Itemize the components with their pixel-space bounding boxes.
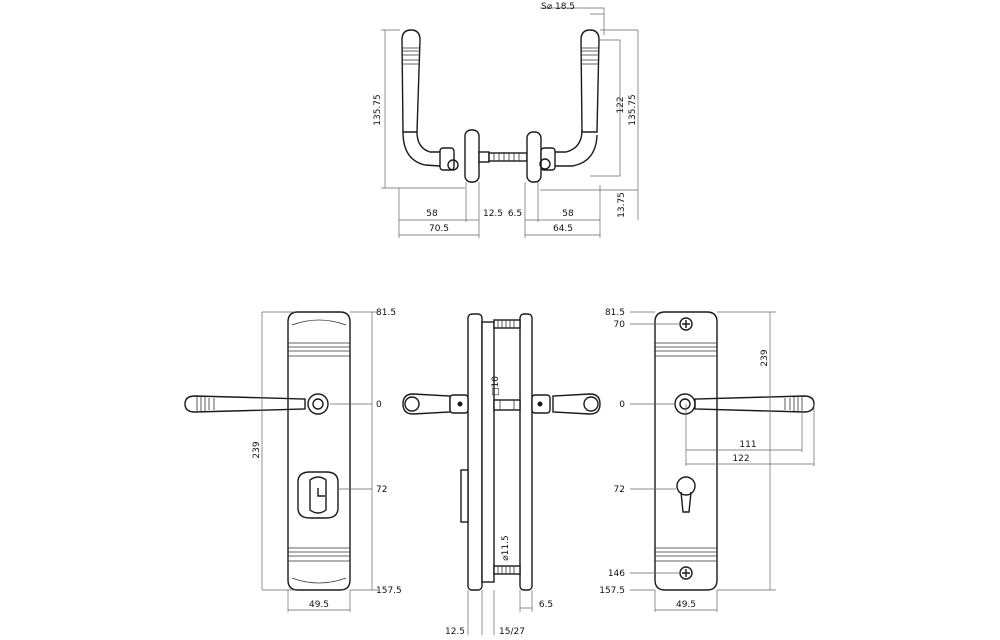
dim-bottom-mid: 15/27 [499, 627, 525, 637]
dim-front-width: 49.5 [309, 600, 329, 610]
side-view: □10 ⌀11.5 12.5 15/27 6.5 [402, 313, 601, 637]
dim-back-cyl: 72 [614, 485, 625, 495]
left-lever-top [401, 29, 490, 183]
dim-height-base: 13.75 [617, 192, 627, 218]
side-dimensions: □10 ⌀11.5 12.5 15/27 6.5 [445, 376, 553, 637]
dim-front-cyl: 72 [376, 485, 387, 495]
dim-square: □10 [491, 376, 501, 396]
dim-side-right: 6.5 [539, 600, 553, 610]
dim-height-inner: 122 [616, 96, 626, 113]
dim-gap-left: 12.5 [483, 209, 503, 219]
dim-front-height: 239 [252, 441, 262, 458]
right-lever-top [526, 29, 600, 183]
dim-front-bottom: 157.5 [376, 586, 402, 596]
dim-height-left: 135.75 [373, 94, 383, 126]
dim-back-height: 239 [760, 349, 770, 366]
dim-front-zero: 0 [376, 400, 382, 410]
dim-gap-right: 6.5 [508, 209, 522, 219]
dim-bottom-left: 12.5 [445, 627, 465, 637]
spindle-top [488, 152, 528, 162]
back-dimensions: 81.5 70 0 72 146 157.5 239 111 122 49.5 [599, 308, 815, 612]
dim-back-top: 81.5 [605, 308, 625, 318]
back-view: 81.5 70 0 72 146 157.5 239 111 122 49.5 [599, 308, 815, 612]
dim-back-screw-bottom: 146 [608, 569, 625, 579]
dim-back-zero: 0 [619, 400, 625, 410]
front-view: 239 81.5 0 72 157.5 49.5 [184, 308, 402, 612]
dim-back-screw-top: 70 [614, 320, 626, 330]
dim-total-left: 70.5 [429, 224, 449, 234]
dim-back-lever-b: 122 [732, 454, 749, 464]
dim-w-left: 58 [426, 209, 438, 219]
dim-back-width: 49.5 [676, 600, 696, 610]
top-dimensions: 135.75 S⌀ 18.5 122 135.75 13.75 58 12.5 … [373, 2, 639, 238]
top-view: 135.75 S⌀ 18.5 122 135.75 13.75 58 12.5 … [373, 2, 639, 238]
dim-sphere: S⌀ 18.5 [541, 2, 575, 12]
dim-w-right: 58 [562, 209, 574, 219]
dim-back-bottom: 157.5 [599, 586, 625, 596]
dim-bolt: ⌀11.5 [501, 535, 511, 560]
dim-height-right: 135.75 [628, 94, 638, 126]
dim-total-right: 64.5 [553, 224, 573, 234]
dim-back-lever-a: 111 [739, 440, 756, 450]
dim-front-top: 81.5 [376, 308, 396, 318]
front-dimensions: 239 81.5 0 72 157.5 49.5 [252, 308, 402, 612]
